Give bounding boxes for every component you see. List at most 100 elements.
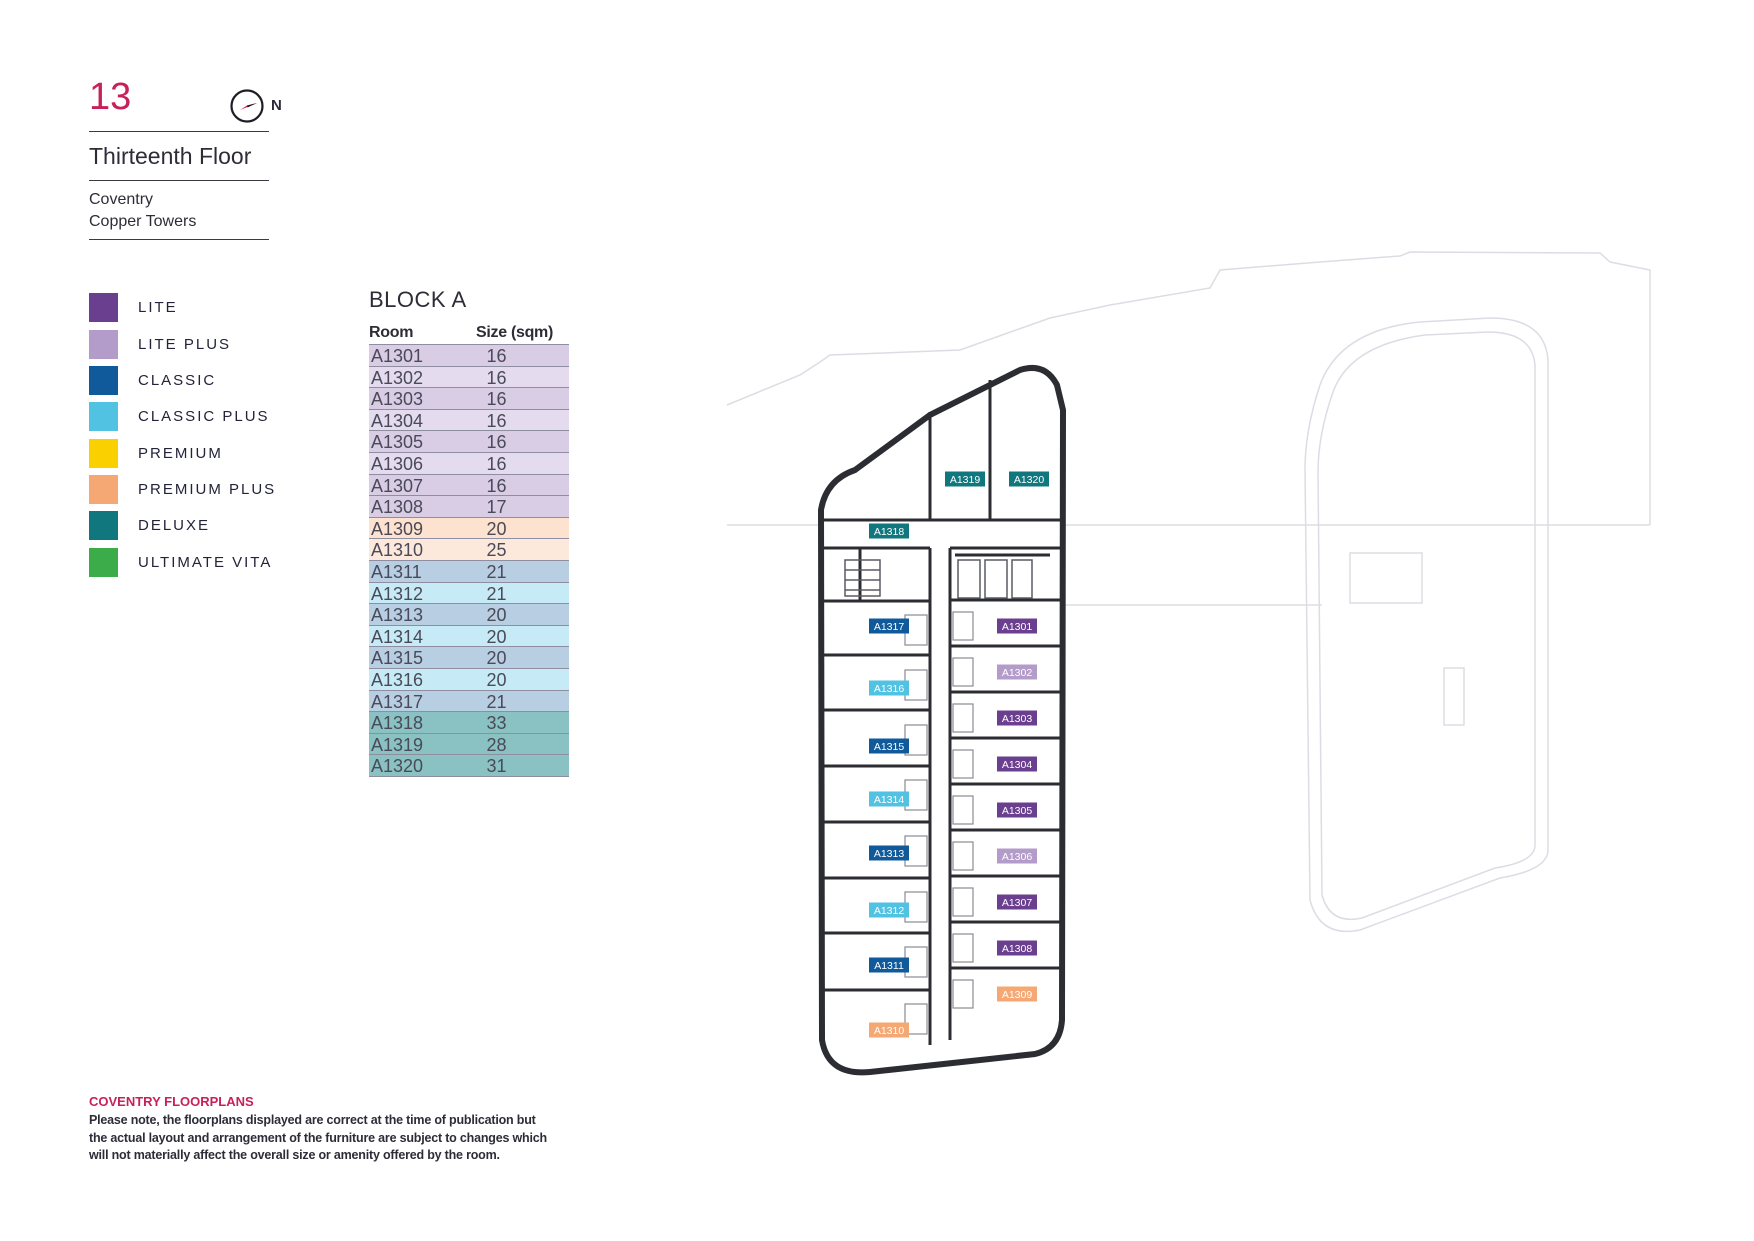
room-tag-bg <box>997 940 1037 956</box>
room-id: A1315 <box>371 648 424 669</box>
room-tag: A1314 <box>869 791 909 807</box>
room-tag-label: A1314 <box>874 794 905 806</box>
room-tag-bg <box>1009 471 1049 487</box>
room-size: 28 <box>486 734 507 755</box>
room-size: 21 <box>486 691 507 712</box>
legend-label: CLASSIC <box>138 371 217 389</box>
legend-label: CLASSIC PLUS <box>138 407 270 425</box>
room-tag-label: A1310 <box>874 1025 905 1037</box>
table-row: A1316 20 <box>369 668 569 691</box>
room-tag: A1311 <box>869 957 909 973</box>
room-tag-label: A1319 <box>950 474 981 486</box>
disclaimer-line: Please note, the floorplans displayed ar… <box>89 1113 536 1127</box>
room-id: A1305 <box>371 432 424 453</box>
legend-item: LITE PLUS <box>89 329 231 359</box>
room-tag: A1320 <box>1009 471 1049 487</box>
room-size: 20 <box>486 518 507 539</box>
room-tag-bg <box>869 618 909 634</box>
room-tag-label: A1306 <box>1002 851 1033 863</box>
room-tag: A1315 <box>869 738 909 754</box>
room-labels: A1319 A1320A1318A1317A1316A1315A1314A1313… <box>869 471 1049 1038</box>
room-tag: A1318 <box>869 523 909 539</box>
location-divider <box>89 239 269 240</box>
room-id: A1313 <box>371 605 424 626</box>
legend-item: PREMIUM PLUS <box>89 474 276 504</box>
room-tag-label: A1303 <box>1002 713 1033 725</box>
table-row: A1311 21 <box>369 560 569 583</box>
room-tag-label: A1316 <box>874 683 905 695</box>
room-tag: A1317 <box>869 618 909 634</box>
room-tag-label: A1317 <box>874 621 905 633</box>
room-tag-bg <box>869 957 909 973</box>
room-tag-label: A1320 <box>1014 474 1045 486</box>
room-tag-label: A1305 <box>1002 805 1033 817</box>
legend-item: CLASSIC PLUS <box>89 401 270 431</box>
room-size: 16 <box>486 410 507 431</box>
table-row: A1304 16 <box>369 409 569 432</box>
room-tag: A1313 <box>869 845 909 861</box>
room-tag-label: A1308 <box>1002 943 1033 955</box>
disclaimer-line: the actual layout and arrangement of the… <box>89 1130 547 1145</box>
room-size: 16 <box>486 389 507 410</box>
legend-label: DELUXE <box>138 516 211 534</box>
room-tag-label: A1311 <box>874 960 904 972</box>
legend-swatch <box>89 401 118 431</box>
room-id: A1311 <box>371 561 422 582</box>
legend-item: DELUXE <box>89 510 210 540</box>
disclaimer-line: will not materially affect the overall s… <box>89 1148 500 1162</box>
legend-swatch <box>89 292 118 322</box>
room-id: A1303 <box>371 389 424 410</box>
table-row: A1315 20 <box>369 647 569 669</box>
room-id: A1316 <box>371 669 424 690</box>
room-tag: A1302 <box>997 664 1037 680</box>
floor-title: Thirteenth Floor <box>89 143 252 169</box>
legend-label: ULTIMATE VITA <box>138 553 273 571</box>
room-tag-label: A1315 <box>874 741 905 753</box>
room-tag-bg <box>869 523 909 539</box>
room-tag-bg <box>997 986 1037 1002</box>
room-tag-bg <box>869 738 909 754</box>
legend-label: PREMIUM PLUS <box>138 480 277 498</box>
room-size: 16 <box>486 453 507 474</box>
legend-swatch <box>89 547 118 577</box>
room-tag-bg <box>997 848 1037 864</box>
legend-swatch <box>89 438 118 468</box>
room-tag-bg <box>997 618 1037 634</box>
room-id: A1304 <box>371 410 424 431</box>
room-size: 20 <box>486 648 507 669</box>
room-size: 20 <box>486 669 507 690</box>
room-id: A1320 <box>371 756 424 777</box>
room-tag: A1304 <box>997 756 1037 772</box>
table-header: Room Size (sqm) <box>369 324 569 342</box>
room-id: A1310 <box>371 540 424 561</box>
room-tag-bg <box>945 471 985 487</box>
room-size: 25 <box>486 540 507 561</box>
room-tag-label: A1304 <box>1002 759 1033 771</box>
room-size: 16 <box>486 432 507 453</box>
room-tag-bg <box>997 710 1037 726</box>
room-tag: A1319 <box>945 471 985 487</box>
room-size: 21 <box>486 583 507 604</box>
room-tag-label: A1301 <box>1002 621 1033 633</box>
room-size: 21 <box>486 561 507 582</box>
room-size: 20 <box>486 605 507 626</box>
room-tag: A1305 <box>997 802 1037 818</box>
title-divider <box>89 180 269 181</box>
room-id: A1318 <box>371 713 424 734</box>
room-id: A1319 <box>371 734 424 755</box>
room-size: 16 <box>486 367 507 388</box>
legend-item: PREMIUM <box>89 438 223 468</box>
room-size: 31 <box>486 756 507 777</box>
room-tag-bg <box>997 756 1037 772</box>
room-id: A1317 <box>371 691 424 712</box>
legend-swatch <box>89 365 118 395</box>
col-size-header: Size (sqm) <box>476 324 554 341</box>
room-id: A1301 <box>371 346 424 366</box>
room-tag-label: A1318 <box>874 526 905 538</box>
